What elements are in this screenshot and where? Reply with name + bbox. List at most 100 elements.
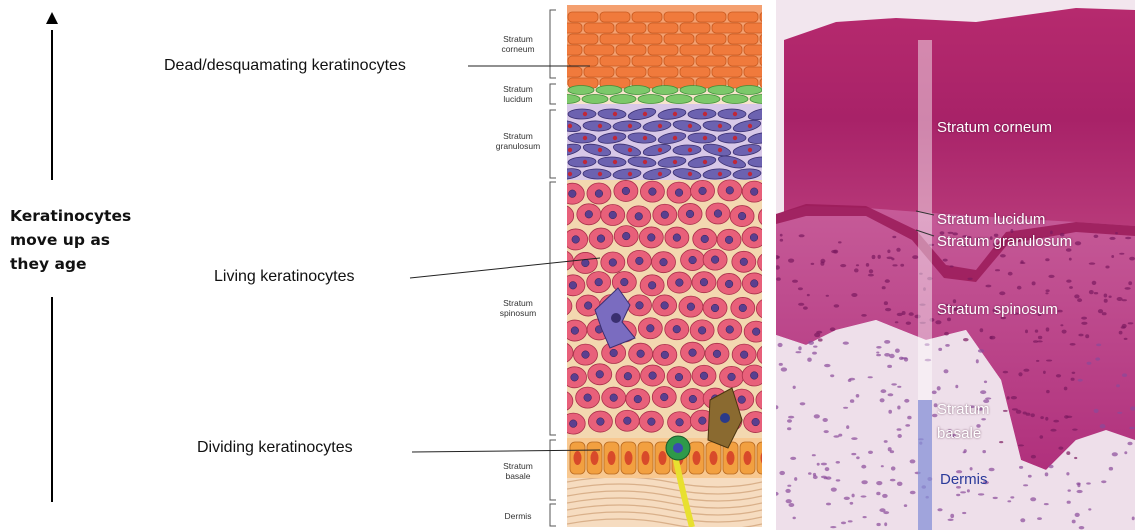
corneum-cell [632,12,662,22]
histo-nucleus [1117,297,1123,301]
histo-nucleus [1119,253,1124,255]
illus-label-lucidum: Stratum lucidum [478,84,558,104]
histo-nucleus [1117,412,1122,414]
histo-nucleus [890,479,896,482]
corneum-cell [552,23,582,33]
nucleus [700,372,708,380]
corneum-cell [600,56,630,66]
histo-nucleus [1122,373,1127,377]
histo-nucleus [989,468,995,472]
histo-nucleus [818,338,823,341]
histo-nucleus [850,502,854,505]
histo-nucleus [945,344,950,347]
histo-nucleus [1128,281,1132,285]
corneum-cell [712,23,742,33]
nucleus [740,351,748,359]
corneum-cell [760,12,770,22]
histo-nucleus [963,451,966,453]
histo-nucleus [789,503,795,507]
histo-nucleus [826,503,831,506]
nucleus [725,236,733,244]
histo-nucleus [1072,372,1076,374]
histo-label-basale-2: basale [937,425,981,442]
nucleus [558,212,566,220]
histo-nucleus [841,522,846,525]
nucleus [711,256,719,264]
nucleus [624,417,632,425]
nucleus [637,350,645,358]
histo-nucleus [1032,281,1036,285]
histo-nucleus [885,308,891,311]
histo-nucleus [824,477,828,479]
histo-nucleus [888,410,892,414]
histo-nucleus [1020,518,1025,522]
histo-nucleus [788,259,794,263]
dermis-layer [567,470,762,530]
histo-nucleus [1036,360,1039,362]
histo-nucleus [852,494,855,498]
histo-nucleus [898,434,902,438]
nucleus [609,259,617,267]
histo-nucleus [812,352,817,355]
histo-nucleus [1010,496,1014,498]
corneum-cell [744,67,770,77]
granule [733,112,737,116]
histo-nucleus [790,457,796,460]
histo-nucleus [824,364,830,367]
basale-nucleus [574,451,582,465]
granule [673,136,677,140]
nucleus [726,187,734,195]
histo-nucleus [947,318,951,322]
histo-nucleus [1046,360,1052,362]
granule [658,148,662,152]
histo-nucleus [1132,517,1135,521]
histo-nucleus [1040,435,1044,439]
histo-nucleus [825,467,830,471]
nucleus [621,278,629,286]
histo-nucleus [1067,501,1071,504]
histo-nucleus [1116,384,1120,387]
side-caption-line1: Keratinocytes [10,204,131,228]
histo-nucleus [800,402,806,405]
histo-label-basale-1: Stratum [937,401,990,418]
histo-nucleus [980,390,986,394]
histo-nucleus [793,517,796,520]
histo-nucleus [787,419,792,422]
histo-nucleus [881,465,884,467]
histo-nucleus [935,320,941,324]
nucleus [676,279,684,287]
granulosum-cell [718,109,746,119]
nucleus [648,282,656,290]
histo-nucleus [1100,424,1106,428]
histo-nucleus [897,428,902,431]
histo-nucleus [1023,484,1028,486]
nucleus [571,327,579,335]
histo-nucleus [1058,447,1063,450]
histo-label-granulosum: Stratum granulosum [937,233,1072,250]
granule [748,124,752,128]
histo-nucleus [1077,298,1082,302]
histo-nucleus [880,398,885,402]
illus-label-corneum: Stratum corneum [478,34,558,54]
histo-nucleus [1124,451,1127,454]
histo-nucleus [897,482,903,486]
corneum-cell [616,23,646,33]
histo-nucleus [836,479,841,481]
nucleus [675,189,683,197]
histo-nucleus [1037,517,1042,520]
nucleus [673,325,681,333]
nucleus [765,351,770,359]
histo-nucleus [978,349,984,353]
histo-nucleus [808,341,814,345]
nucleus [584,394,592,402]
nucleus [699,187,707,195]
histo-nucleus [1085,334,1089,338]
nucleus [647,234,655,242]
histo-nucleus [881,389,887,393]
corneum-cell [616,45,646,55]
lucidum-cell [694,95,720,104]
histo-nucleus [1045,472,1049,476]
granule [568,172,572,176]
histo-nucleus [1112,452,1118,456]
basale-nucleus [744,451,752,465]
